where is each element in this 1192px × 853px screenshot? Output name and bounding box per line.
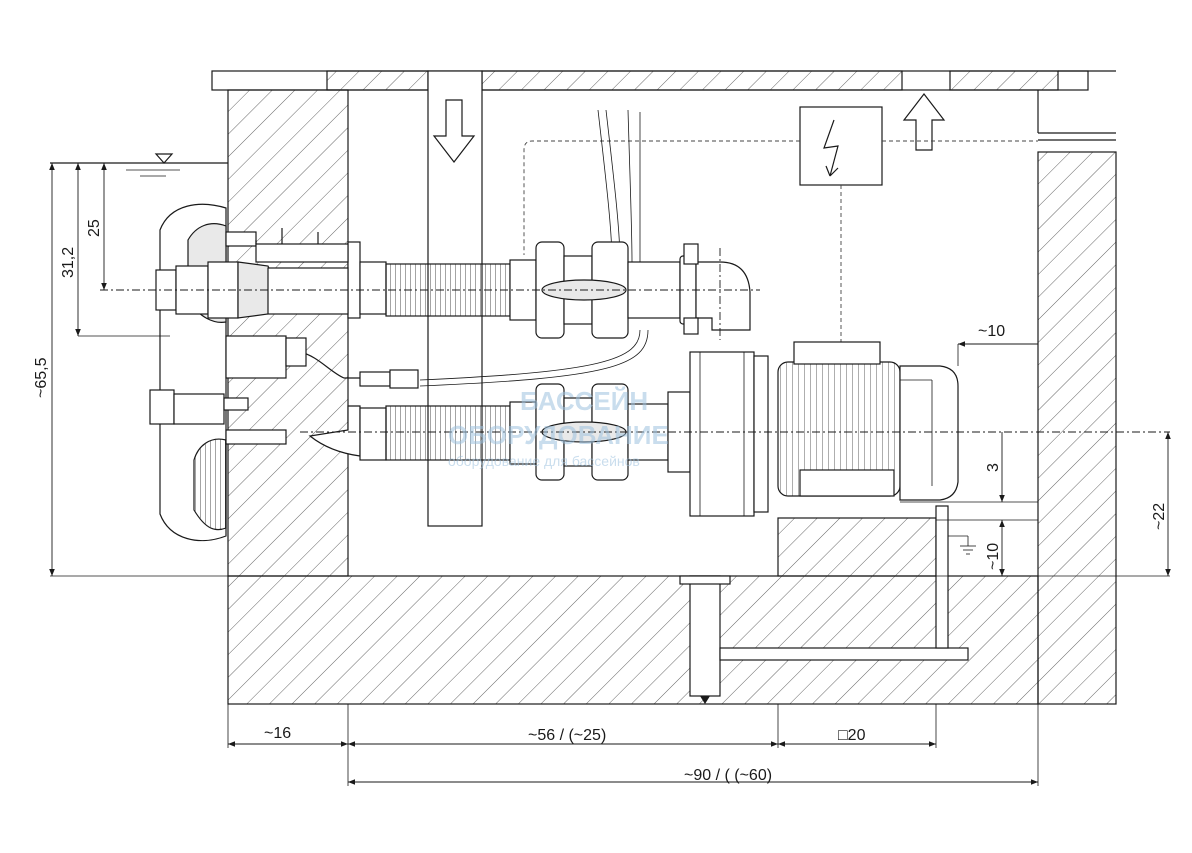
center-lines [100, 248, 1170, 433]
dim-56: ~56 / (~25) [528, 727, 606, 744]
dim-65-5: ~65,5 [33, 357, 50, 398]
dim-10-top: ~10 [978, 323, 1005, 340]
drain-arrow-icon [700, 696, 710, 704]
electric-box-icon [823, 119, 839, 177]
deck-slab-hatch [949, 70, 1059, 91]
watermark: БАССЕЙН ОБОРУДОВАНИЕ оборудование для ба… [448, 386, 669, 469]
water-level [50, 153, 228, 177]
drain-riser [935, 505, 949, 649]
motor-fan-cover [899, 365, 959, 501]
electric-box [523, 106, 1038, 360]
drain-horizontal [719, 647, 969, 661]
deck-slab-hatch [326, 70, 429, 91]
dim-31-2: 31,2 [60, 247, 77, 278]
deck-slab-hatch [481, 70, 903, 91]
dim-20: □20 [838, 727, 866, 744]
right-wall [1037, 151, 1117, 705]
motor-pedestal [777, 517, 937, 577]
dim-10-side: ~10 [985, 543, 1002, 570]
flow-up-arrow-icon [902, 93, 946, 151]
floor-slab [227, 575, 1039, 705]
watermark-line1: БАССЕЙН [520, 386, 648, 416]
watermark-line3: оборудование для бассейнов [448, 453, 640, 469]
dim-25: 25 [86, 219, 103, 237]
dim-22: ~22 [1151, 503, 1168, 530]
pump-flange [689, 351, 755, 517]
flow-down-arrow-icon [432, 99, 476, 163]
ground-icon [948, 535, 976, 555]
dim-16: ~16 [264, 725, 291, 742]
dim-3: 3 [985, 463, 1002, 472]
floor-drain [689, 575, 721, 697]
floor-drain-cap [679, 575, 731, 585]
structure [211, 70, 1117, 705]
pool-wall [227, 89, 349, 577]
dim-90: ~90 / ( (~60) [684, 767, 772, 784]
dimension-lines [49, 163, 1171, 786]
pump-motor [689, 341, 959, 517]
dimension-labels: ~65,5 31,2 25 ~10 3 ~10 ~22 ~16 ~56 / (~… [33, 219, 1168, 784]
pipe-elbow [695, 261, 751, 331]
water-level-icon [154, 153, 174, 164]
watermark-line2: ОБОРУДОВАНИЕ [448, 420, 669, 450]
